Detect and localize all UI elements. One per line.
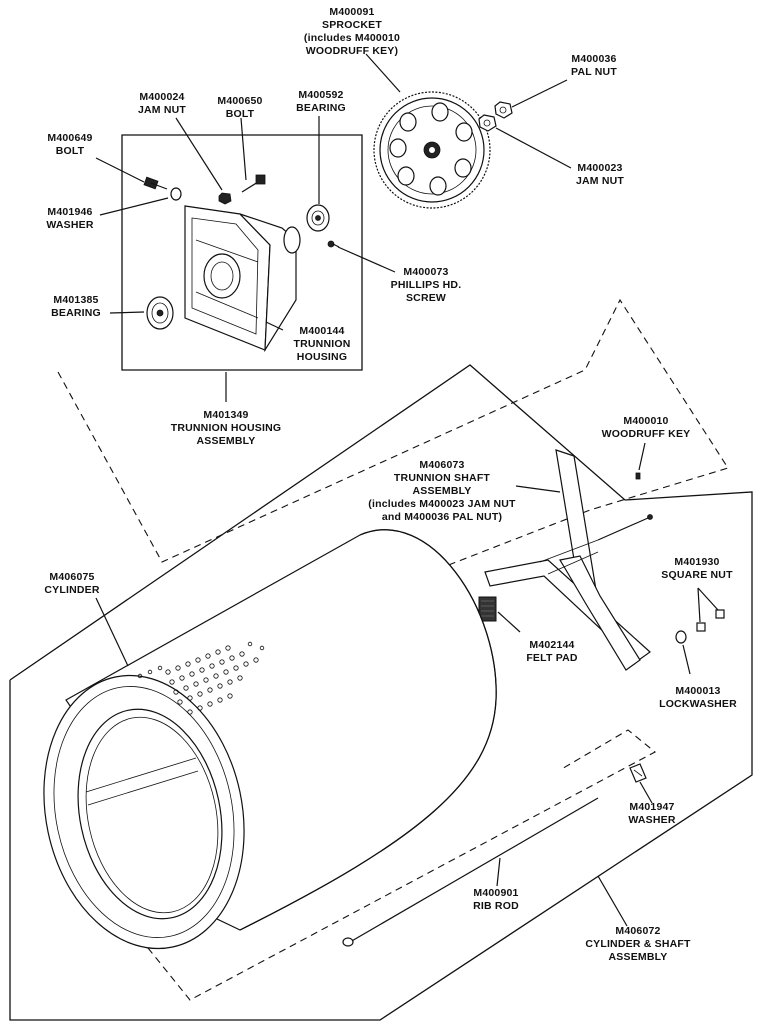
svg-text:TRUNNION SHAFT: TRUNNION SHAFT [394,472,491,484]
label-pal-nut: M400036 PAL NUT [571,53,617,78]
label-bearing-left: M401385 BEARING [51,294,101,319]
bearing-left-part [146,296,174,330]
svg-text:M400901: M400901 [473,887,518,899]
svg-text:BEARING: BEARING [296,102,346,114]
svg-text:BOLT: BOLT [226,108,255,120]
svg-text:SQUARE NUT: SQUARE NUT [661,569,733,581]
label-rib-rod: M400901 RIB ROD [473,887,519,912]
svg-text:M400036: M400036 [571,53,616,65]
label-jam-nut-right: M400023 JAM NUT [576,162,624,187]
bolt-left-part [143,176,168,190]
svg-text:JAM NUT: JAM NUT [576,175,624,187]
label-trunnion-shaft-assembly: M406073 TRUNNION SHAFT ASSEMBLY (include… [368,459,516,523]
svg-text:RIB ROD: RIB ROD [473,900,519,912]
svg-text:M401947: M401947 [629,801,674,813]
label-cylinder: M406075 CYLINDER [44,571,99,596]
svg-text:M400091: M400091 [329,6,374,18]
svg-text:ASSEMBLY: ASSEMBLY [413,485,472,497]
svg-text:M406075: M406075 [49,571,94,583]
svg-text:BOLT: BOLT [56,145,85,157]
svg-text:M400024: M400024 [139,91,184,103]
svg-text:M400010: M400010 [623,415,668,427]
label-phillips-screw: M400073 PHILLIPS HD. SCREW [391,266,462,304]
svg-text:M400023: M400023 [577,162,622,174]
rib-rod-part [342,797,599,947]
lockwasher-part [675,630,687,644]
jam-nut-top-part [218,192,232,205]
trunnion-housing-assembly-box [121,134,363,371]
svg-text:and M400036 PAL NUT): and M400036 PAL NUT) [382,511,502,523]
dashed-region-upper [57,298,729,581]
phillips-screw-part [327,240,340,248]
svg-text:M400144: M400144 [299,325,344,337]
square-nut-part [696,609,725,632]
label-trunnion-housing: M400144 TRUNNION HOUSING [293,325,350,363]
bearing-top-part [306,204,330,232]
trunnion-shaft-part [484,449,653,671]
label-lockwasher: M400013 LOCKWASHER [659,685,737,710]
jam-nut-part [478,114,497,132]
bolt-top-part [241,174,266,193]
svg-text:HOUSING: HOUSING [297,351,347,363]
svg-text:TRUNNION HOUSING: TRUNNION HOUSING [171,422,282,434]
svg-text:M400073: M400073 [403,266,448,278]
dashed-region-lower [147,729,656,1001]
label-washer-right: M401947 WASHER [628,801,676,826]
sprocket-part [373,91,491,209]
svg-text:M401349: M401349 [203,409,248,421]
label-woodruff-key: M400010 WOODRUFF KEY [602,415,691,440]
svg-text:TRUNNION: TRUNNION [293,338,350,350]
felt-pad-part [478,596,497,622]
svg-text:SCREW: SCREW [406,292,446,304]
svg-text:(includes M400023 JAM NUT: (includes M400023 JAM NUT [368,498,516,510]
leader-lines [95,53,719,927]
label-bolt-top: M400650 BOLT [217,95,262,120]
svg-text:WASHER: WASHER [628,814,676,826]
label-square-nut: M401930 SQUARE NUT [661,556,733,581]
svg-text:M400650: M400650 [217,95,262,107]
svg-text:M402144: M402144 [529,639,574,651]
svg-text:WOODRUFF KEY): WOODRUFF KEY) [306,45,398,57]
svg-text:FELT PAD: FELT PAD [526,652,578,664]
svg-text:CYLINDER: CYLINDER [44,584,99,596]
svg-text:M406072: M406072 [615,925,660,937]
label-trunnion-housing-assembly: M401349 TRUNNION HOUSING ASSEMBLY [171,409,282,447]
svg-text:PAL NUT: PAL NUT [571,66,617,78]
label-cylinder-shaft-assembly: M406072 CYLINDER & SHAFT ASSEMBLY [585,925,691,963]
svg-text:JAM NUT: JAM NUT [138,104,186,116]
pal-nut-part [494,101,513,119]
svg-text:PHILLIPS HD.: PHILLIPS HD. [391,279,462,291]
svg-text:WOODRUFF KEY: WOODRUFF KEY [602,428,691,440]
svg-text:M400013: M400013 [675,685,720,697]
label-washer-left: M401946 WASHER [46,206,94,231]
washer-right-part [629,763,647,783]
svg-text:ASSEMBLY: ASSEMBLY [197,435,256,447]
svg-text:ASSEMBLY: ASSEMBLY [609,951,668,963]
svg-text:M401946: M401946 [47,206,92,218]
woodruff-key-part [635,472,641,480]
trunnion-housing-part [184,205,301,353]
cylinder-part [43,529,497,950]
label-bolt-left: M400649 BOLT [47,132,92,157]
svg-text:M406073: M406073 [419,459,464,471]
svg-text:(includes M400010: (includes M400010 [304,32,400,44]
svg-text:SPROCKET: SPROCKET [322,19,382,31]
label-jam-nut-top: M400024 JAM NUT [138,91,186,116]
label-bearing-top: M400592 BEARING [296,89,346,114]
svg-text:BEARING: BEARING [51,307,101,319]
svg-text:M401385: M401385 [53,294,98,306]
svg-text:CYLINDER & SHAFT: CYLINDER & SHAFT [585,938,691,950]
svg-text:WASHER: WASHER [46,219,94,231]
svg-text:LOCKWASHER: LOCKWASHER [659,698,737,710]
washer-left-part [170,187,182,201]
cylinder-shaft-assembly-outline [9,364,753,1021]
svg-text:M401930: M401930 [674,556,719,568]
svg-text:M400592: M400592 [298,89,343,101]
label-felt-pad: M402144 FELT PAD [526,639,578,664]
label-sprocket: M400091 SPROCKET (includes M400010 WOODR… [304,6,400,57]
svg-text:M400649: M400649 [47,132,92,144]
